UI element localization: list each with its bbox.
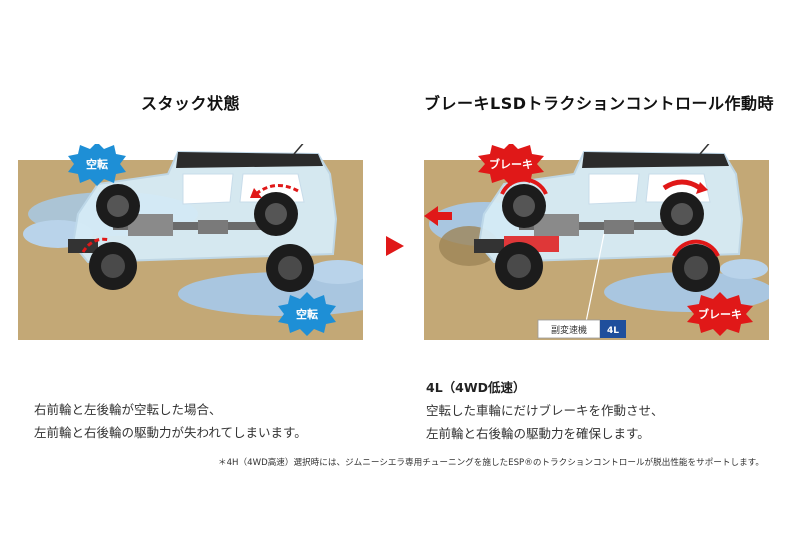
drivetrain bbox=[519, 214, 679, 236]
brake-badge-front: ブレーキ bbox=[478, 144, 544, 186]
transition-arrow-icon bbox=[384, 233, 406, 263]
brake-badge-rear-label: ブレーキ bbox=[698, 307, 742, 321]
footnote: ＊4H（4WD高速）選択時には、ジムニーシエラ専用チューニングを施したESP®の… bbox=[218, 458, 764, 468]
right-caption: 4L（4WD低速） 空転した車輪にだけブレーキを作動させ、 左前輪と右後輪の駆動… bbox=[426, 376, 664, 445]
brake-lsd-illustration: ブレーキ ブレーキ 副変速機 4L bbox=[424, 144, 769, 340]
right-caption-line1: 空転した車輪にだけブレーキを作動させ、 bbox=[426, 403, 664, 418]
spin-badge-front-label: 空転 bbox=[86, 157, 108, 171]
wheel-rear-right bbox=[266, 244, 314, 292]
left-caption-line1: 右前輪と左後輪が空転した場合、 bbox=[34, 402, 222, 417]
left-panel-title: スタック状態 bbox=[141, 94, 241, 113]
gear-indicator: 副変速機 4L bbox=[537, 319, 626, 339]
spin-arrow-icon bbox=[255, 184, 301, 196]
spin-badge-rear-label: 空転 bbox=[296, 307, 318, 321]
brake-badge-rear: ブレーキ bbox=[687, 292, 753, 336]
gear-indicator-label: 副変速機 bbox=[551, 324, 587, 336]
spin-badge-front: 空転 bbox=[68, 144, 126, 186]
left-caption: 右前輪と左後輪が空転した場合、 左前輪と右後輪の駆動力が失われてしまいます。 bbox=[34, 398, 307, 444]
wheel-front-right bbox=[96, 184, 140, 228]
wheel-front-left bbox=[89, 242, 137, 290]
motion-arrow-icon bbox=[424, 206, 452, 226]
leader-line bbox=[585, 233, 605, 323]
right-panel-title: ブレーキLSDトラクションコントロール作動時 bbox=[424, 94, 775, 113]
spin-badge-rear: 空転 bbox=[278, 292, 336, 336]
mode-label: 4L（4WD低速） bbox=[426, 380, 526, 395]
right-caption-line2: 左前輪と右後輪の駆動力を確保します。 bbox=[426, 426, 650, 441]
rotation-arrow-icon bbox=[662, 179, 702, 191]
water-puddle bbox=[308, 260, 363, 284]
drivetrain bbox=[113, 214, 263, 236]
wheel-rear-left bbox=[660, 192, 704, 236]
left-caption-line2: 左前輪と右後輪の駆動力が失われてしまいます。 bbox=[34, 425, 307, 440]
rotation-arrow-icon bbox=[696, 182, 708, 194]
wheel-rear-right-braked bbox=[672, 239, 720, 292]
right-scene-brake-lsd: ブレーキ ブレーキ 副変速機 4L bbox=[424, 144, 769, 340]
gear-indicator-value: 4L bbox=[607, 326, 619, 336]
left-scene-stuck: 空転 空転 bbox=[18, 144, 363, 340]
wheel-front-left bbox=[495, 242, 543, 290]
spin-arrow-icon bbox=[250, 188, 262, 198]
water-puddle bbox=[720, 259, 768, 279]
wheel-rear-left bbox=[254, 192, 298, 236]
wheel-front-right-braked bbox=[500, 177, 548, 228]
stuck-illustration: 空転 空転 bbox=[18, 144, 363, 340]
spin-arrow-icon bbox=[81, 237, 111, 253]
brake-badge-front-label: ブレーキ bbox=[489, 157, 533, 171]
antenna bbox=[293, 144, 304, 155]
antenna bbox=[699, 144, 710, 155]
